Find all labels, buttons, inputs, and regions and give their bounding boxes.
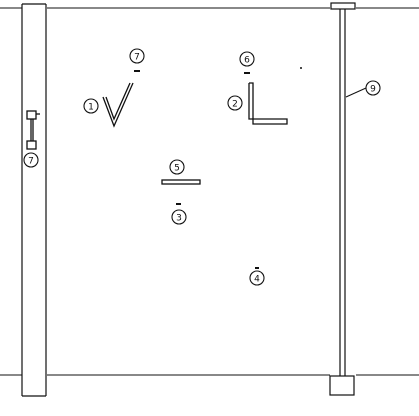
- callout-9: 9: [365, 80, 381, 96]
- latch-plate-top: [26, 110, 37, 120]
- callout-label: 7: [28, 157, 34, 167]
- latch-plate-bottom: [26, 140, 37, 150]
- callout-label: 3: [176, 214, 182, 224]
- callout-label: 4: [254, 275, 260, 285]
- callout-label: 5: [174, 164, 180, 174]
- pole-cap: [330, 2, 356, 10]
- right-pole: [329, 2, 356, 396]
- left-post: [21, 3, 47, 397]
- callout-label: 6: [244, 56, 250, 66]
- leader-line-9: [345, 87, 367, 98]
- pole-base: [329, 375, 355, 396]
- callout-2: 2: [227, 95, 243, 111]
- callout-5: 5: [169, 159, 185, 175]
- callout-label: 9: [370, 85, 376, 95]
- part-2-l-bracket: [248, 82, 288, 125]
- callout-3: 3: [171, 209, 187, 225]
- latch-hardware: [26, 110, 40, 150]
- l-bracket: [248, 82, 288, 125]
- callout-1: 1: [83, 98, 99, 114]
- part-1-v-bracket: [102, 82, 134, 128]
- part-5-flat-bar: [161, 179, 201, 185]
- floor-lines: [0, 7, 419, 376]
- callouts: 7 1 6 2 5 3 4 7: [23, 48, 381, 286]
- callout-label: 7: [134, 53, 140, 63]
- flat-bar: [161, 179, 201, 185]
- callout-6: 6: [239, 51, 255, 67]
- stray-mark: [300, 67, 302, 69]
- callout-4: 4: [249, 270, 265, 286]
- v-bracket-outer: [102, 82, 134, 128]
- callout-label: 2: [232, 100, 238, 110]
- callout-7-top: 7: [129, 48, 145, 64]
- callout-label: 1: [88, 103, 94, 113]
- small-parts: [134, 70, 259, 269]
- callout-7-left: 7: [23, 152, 39, 168]
- v-bracket-inner: [105, 82, 131, 121]
